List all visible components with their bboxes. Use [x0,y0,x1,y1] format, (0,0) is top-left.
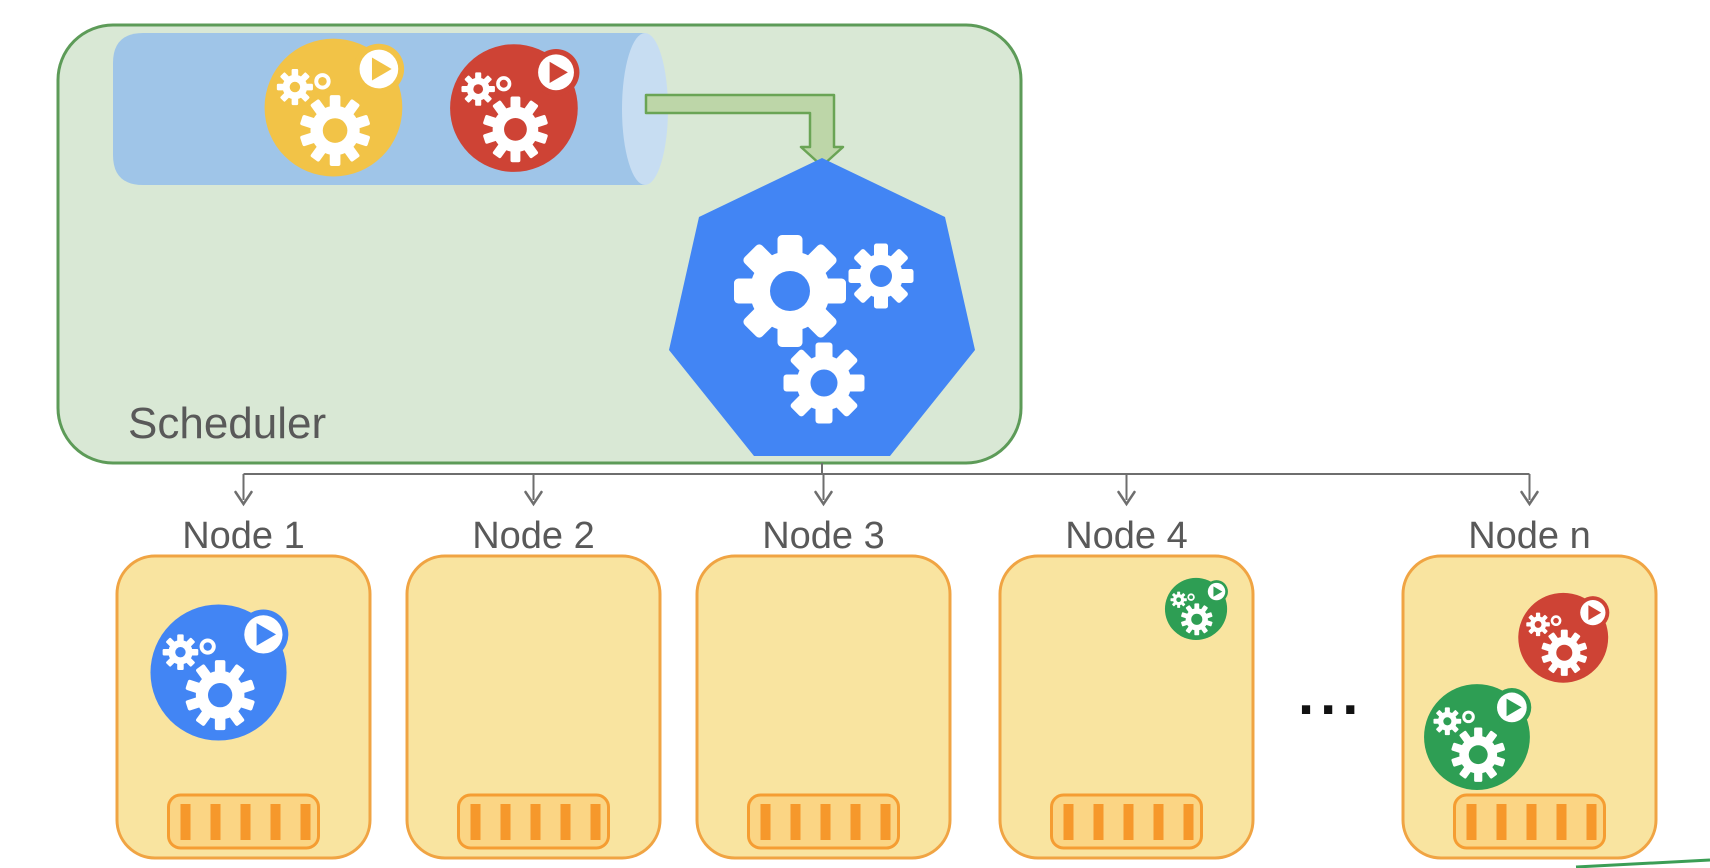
flow-arrow-icon [644,93,845,168]
gear-icon [1526,612,1550,637]
arrowhead-icon [1520,490,1539,507]
gear-icon [1451,727,1505,782]
pod-green-icon [1424,684,1532,790]
node-card: Node 1 [115,515,372,860]
gear-icon [1433,707,1462,736]
memory-icon [457,793,610,850]
scheduler-group: Scheduler [56,23,1023,465]
memory-icon [167,793,320,850]
gear-icon [162,634,199,671]
pod-red-icon [450,44,580,172]
kubernetes-scheduler-icon [669,158,975,456]
gear-icon [300,95,370,166]
pod-blue-icon [150,604,289,741]
memory-icon [1050,793,1203,850]
node-label: Node 2 [472,515,595,557]
arrowhead-icon [524,490,543,507]
memory-icon [1453,793,1606,850]
pod-green-icon [1164,577,1228,641]
gear-icon [185,660,255,731]
gear-icon [848,243,914,309]
arrowhead-icon [1117,490,1136,507]
arrowhead-icon [234,490,253,507]
node-label: Node 3 [762,515,885,557]
arrowhead-icon [814,490,833,507]
node-card: Node n [1401,515,1658,860]
bottom-right-sliver [1575,858,1710,868]
node-box [695,554,952,860]
gear-icon [461,72,495,106]
pod-red-icon [1518,592,1610,683]
node-cards: Node 1 Node 2 Node 3 Node 4 Node n [115,515,1658,860]
queue-pods [264,38,580,177]
pod-yellow-icon [264,38,405,177]
node-card: Node 4 [998,515,1255,860]
gear-icon [276,69,313,106]
scheduler-label: Scheduler [128,399,326,448]
ellipsis-more-nodes: ... [1298,662,1364,727]
gear-icon [734,235,846,347]
heptagon-gears [734,235,914,424]
node-card: Node 3 [695,515,952,860]
gear-icon [483,96,548,163]
gear-icon [783,342,865,424]
memory-icon [747,793,900,850]
node-label: Node 4 [1065,515,1188,557]
node-card: Node 2 [405,515,662,860]
node-box [405,554,662,860]
gear-icon [1541,629,1588,676]
connectors [234,463,1539,507]
gear-icon [1170,591,1187,608]
node-label: Node n [1468,515,1591,557]
node-label: Node 1 [182,515,305,557]
gear-icon [1181,603,1213,636]
